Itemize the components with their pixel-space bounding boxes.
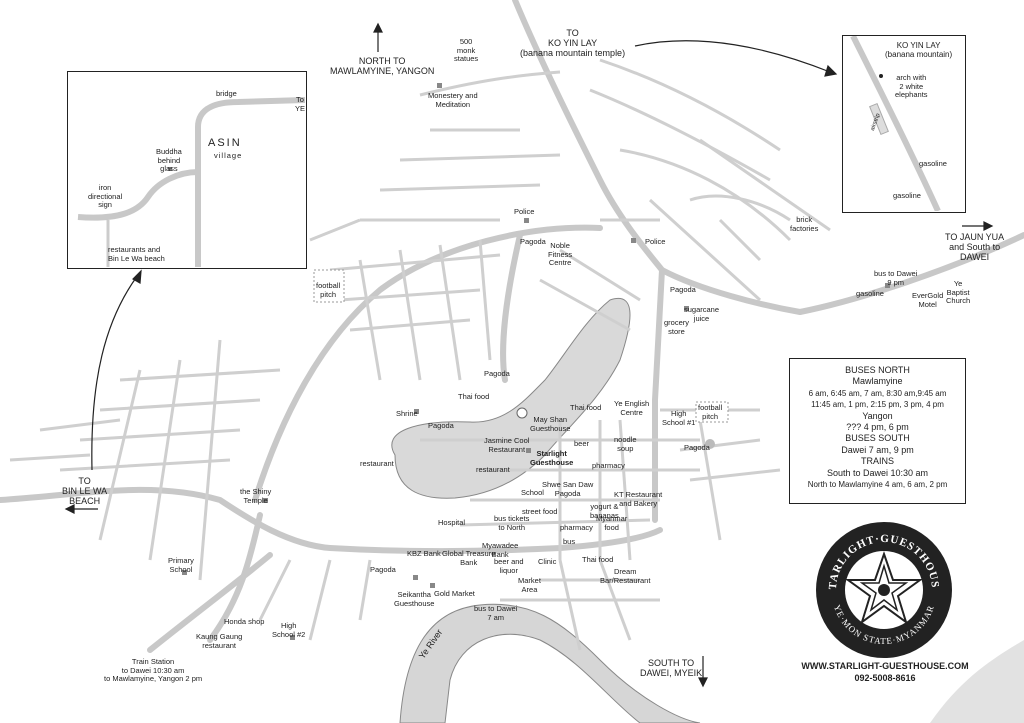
police-label-2: Police	[645, 237, 666, 246]
shrine-label: Shrine	[396, 409, 418, 418]
honda-label: Honda shop	[224, 617, 265, 626]
jasmine-label: Jasmine Cool Restaurant	[484, 436, 530, 454]
noodle-soup-label: noodle soup	[614, 435, 637, 453]
gold-market-label: Gold Market	[434, 589, 475, 598]
myanmar-food-label: Myanmar food	[596, 514, 628, 532]
football-pitch-1-label: football pitch	[316, 281, 341, 299]
gasoline-label-2: gasoline	[893, 191, 921, 200]
bus-label: bus	[563, 537, 576, 546]
restaurant-2-label: restaurant	[476, 465, 510, 474]
street-food-label: street food	[522, 507, 558, 516]
seikantha-label: Seikantha Guesthouse	[394, 590, 435, 608]
dawei-times: Dawei 7 am, 9 pm	[841, 444, 914, 455]
train-north: North to Mawlamyine 4 am, 6 am, 2 pm	[807, 480, 948, 490]
sugarcane-label: sugarcane juice	[684, 305, 720, 323]
gasoline-east-label: gasoline	[856, 289, 884, 298]
pagoda-se-label: Pagoda	[684, 443, 710, 452]
binlewa-direction: TO BIN LE WA BEACH	[62, 476, 108, 506]
hospital-label: Hospital	[438, 518, 466, 527]
myawadee-label: Myawadee Bank	[482, 541, 519, 559]
koyinlay-title: KO YIN LAY (banana mountain)	[885, 41, 953, 59]
pharmacy-1-label: pharmacy	[592, 461, 625, 470]
bus-dawei-9pm-label: bus to Dawei 9 pm	[874, 269, 918, 287]
arch-label: arch with 2 white elephants	[895, 73, 928, 99]
monastery-label: Monestery and Meditation	[428, 91, 478, 109]
global-bank-label: Global Treasure Bank	[442, 549, 496, 567]
asin-restaurants-label: restaurants and Bin Le Wa beach	[108, 245, 165, 263]
asin-subtitle: village	[214, 151, 243, 160]
mawlamyine-heading: Mawlamyine	[852, 376, 903, 387]
asin-roads	[77, 97, 305, 267]
shwe-san-label: Shwe San Daw Pagoda	[542, 480, 594, 498]
may-shan-label: May Shan Guesthouse	[530, 415, 571, 433]
website-url[interactable]: WWW.STARLIGHT-GUESTHOUSE.COM	[801, 661, 969, 671]
phone-number: 092-5008-8616	[854, 673, 916, 683]
buses-north-heading: BUSES NORTH	[845, 365, 910, 375]
high-school-2-label: High School #2	[272, 621, 306, 639]
schedule-panel: BUSES NORTH Mawlamyine 6 am, 6:45 am, 7 …	[789, 358, 966, 504]
shiny-temple-label: the Shiny Temple	[240, 487, 272, 505]
police-label-1: Police	[514, 207, 535, 216]
football-pitch-2-label: football pitch	[698, 403, 723, 421]
bus-north-label: bus tickets to North	[494, 514, 530, 532]
gasoline-label-1: gasoline	[919, 159, 947, 168]
yangon-heading: Yangon	[862, 410, 893, 421]
high-school-1-label: High School #1	[662, 409, 696, 427]
buses-south-heading: BUSES SOUTH	[845, 433, 910, 444]
thai-food-2-label: Thai food	[570, 403, 602, 412]
ye-english-label: Ye English Centre	[614, 399, 650, 417]
evergold-label: EverGold Motel	[912, 291, 944, 309]
brick-factories-label: brick factories	[790, 215, 819, 233]
buddha-label: Buddha behind glass	[156, 147, 182, 173]
primary-school-label: Primary School	[168, 556, 194, 574]
kaung-gaung-label: Kaung Gaung restaurant	[196, 632, 243, 650]
market-area-label: Market Area	[518, 576, 541, 594]
kbz-label: KBZ Bank	[407, 549, 441, 558]
pharmacy-2-label: pharmacy	[560, 523, 593, 532]
asin-inset: bridge To YE ASIN village Buddha behind …	[67, 71, 307, 269]
to-ye-label: To YE	[294, 95, 305, 113]
mawlamyine-times-1: 6 am, 6:45 am, 7 am, 8:30 am,9:45 am	[808, 388, 947, 398]
jaunyua-direction: TO JAUN YUA and South to DAWEI	[945, 232, 1005, 262]
yogurt-label: yogurt & bananas	[590, 502, 619, 520]
pagoda-east-label: Pagoda	[670, 285, 696, 294]
thai-food-3-label: Thai food	[582, 555, 614, 564]
bridge-label: bridge	[216, 89, 237, 98]
train-station-label: Train Station to Dawei 10:30 am to Mawla…	[104, 657, 203, 683]
pagoda-label-top: Pagoda	[520, 237, 546, 246]
pagoda-sw-label: Pagoda	[370, 565, 396, 574]
beer-liquor-label: beer and liquor	[494, 557, 524, 575]
monk-statues-label: 500 monk statues	[454, 37, 479, 63]
noble-fitness-label: Noble Fitness Centre	[548, 241, 573, 267]
starlight-label: Starlight Guesthouse	[530, 449, 574, 467]
dream-label: Dream Bar/Restaurant	[600, 567, 651, 585]
baptist-church-label: Ye Baptist Church	[946, 279, 971, 305]
bus-dawei-7am-label: bus to Dawei 7 am	[474, 604, 518, 622]
beer-label: beer	[574, 439, 590, 448]
thai-food-1-label: Thai food	[458, 392, 490, 401]
koyinlay-direction: TO KO YIN LAY (banana mountain temple)	[520, 28, 626, 58]
asin-title: ASIN	[208, 137, 242, 149]
south-direction: SOUTH TO DAWEI, MYEIK	[640, 658, 703, 678]
ye-river	[399, 603, 701, 723]
grocery-label: grocery store	[664, 318, 690, 336]
restaurant-1-label: restaurant	[360, 459, 394, 468]
north-direction: NORTH TO MAWLAMYINE, YANGON	[330, 56, 435, 76]
pagoda-west-label: Pagoda	[428, 421, 454, 430]
lake	[391, 297, 631, 499]
clinic-label: Clinic	[538, 557, 557, 566]
pagoda-north-label: Pagoda	[484, 369, 510, 378]
koyinlay-roads	[850, 36, 941, 211]
koyinlay-inset: KO YIN LAY (banana mountain) arch with 2…	[842, 35, 966, 213]
yangon-times: ??? 4 pm, 6 pm	[846, 422, 909, 433]
starlight-logo: STARLIGHT·GUESTHOUSE YE·MON STATE·MYANMA…	[814, 520, 952, 658]
sign-label: iron directional sign	[88, 183, 123, 209]
train-south: South to Dawei 10:30 am	[826, 467, 929, 478]
trains-heading: TRAINS	[860, 456, 894, 467]
mawlamyine-times-2: 11:45 am, 1 pm, 2:15 pm, 3 pm, 4 pm	[811, 400, 944, 410]
school-label: School	[521, 488, 544, 497]
kt-restaurant-label: KT Restaurant and Bakery	[614, 490, 663, 508]
